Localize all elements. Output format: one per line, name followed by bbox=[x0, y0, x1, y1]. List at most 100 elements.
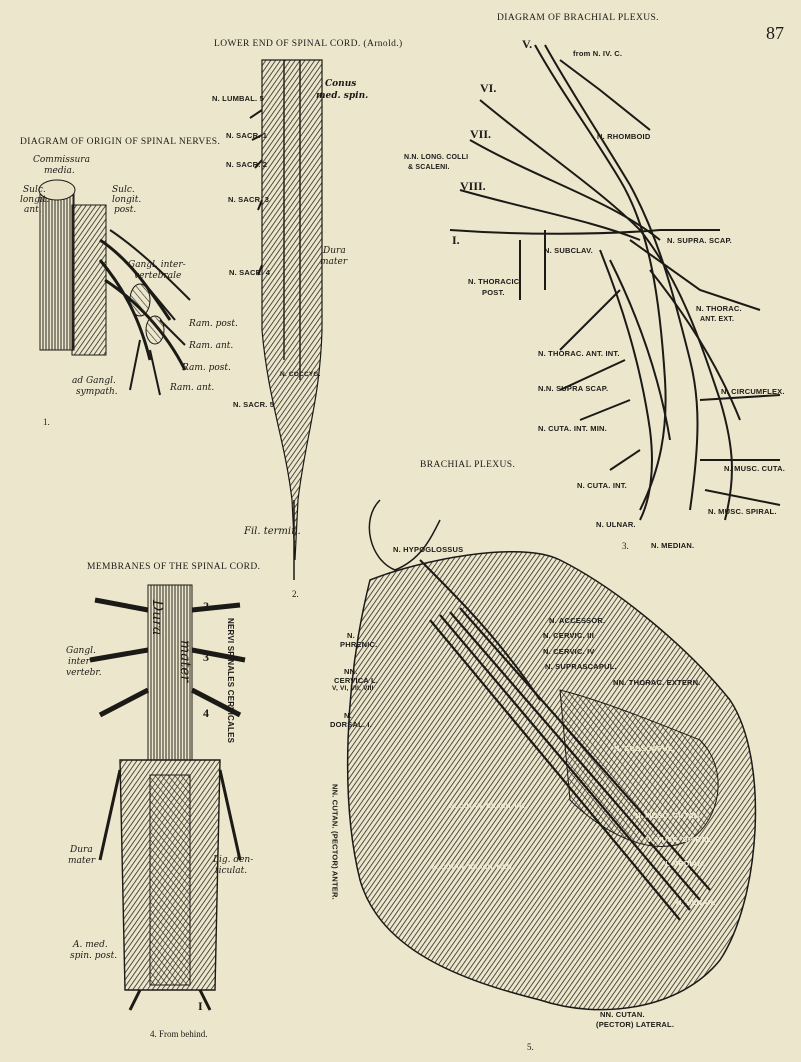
fig1-commissura: Commissura bbox=[33, 155, 90, 165]
fig5-nn-cervical-2: CERVICA L. bbox=[334, 676, 379, 685]
fig1-sulc-post-3: post. bbox=[114, 205, 137, 215]
fig5-n-median: N. MEDIAN. bbox=[662, 859, 706, 868]
fig5-nn-cutan-lateral-1: NN. CUTAN. bbox=[600, 1010, 645, 1019]
fig4-number-2: 2 bbox=[203, 599, 209, 613]
fig3-n-cuta-int-min: N. CUTA. INT. MIN. bbox=[538, 424, 607, 433]
fig3-n-musc-cuta: N. MUSC. CUTA. bbox=[724, 464, 785, 473]
fig3-root-v: V. bbox=[522, 37, 533, 51]
fig3-plexus-diagram bbox=[449, 44, 781, 521]
fig4-lig-2: ticulat. bbox=[215, 866, 248, 876]
fig4-gangl-2: inter- bbox=[68, 657, 93, 667]
fig4-amed-1: A. med. bbox=[73, 940, 108, 950]
fig2-n-coccyg: N. COCCYG. bbox=[280, 371, 321, 378]
origin-nerves-caption: DIAGRAM OF ORIGIN OF SPINAL NERVES. bbox=[20, 137, 221, 147]
fig1-sulc-ant-1: Sulc. bbox=[23, 185, 46, 195]
brachial-plexus-caption: BRACHIAL PLEXUS. bbox=[420, 460, 516, 470]
fig5-n-subscapul: N. SUBSCAPUL. bbox=[614, 744, 675, 753]
fig2-n-sacr-3: N. SACR. 3 bbox=[228, 195, 270, 204]
fig1-ram-ant-1: Ram. ant. bbox=[189, 341, 234, 351]
fig5-nn-thorac-extern: NN. THORAC. EXTERN. bbox=[613, 678, 701, 687]
fig4-membranes-drawing bbox=[89, 584, 246, 1011]
figure-number-3: 3. bbox=[622, 541, 629, 551]
fig5-n-hypoglossus: N. HYPOGLOSSUS bbox=[393, 545, 464, 554]
fig3-n-circumflex: N. CIRCUMFLEX. bbox=[721, 387, 785, 396]
fig2-conus-1: Conus bbox=[325, 79, 357, 89]
fig3-n-long-colli-2: & SCALENI. bbox=[408, 164, 450, 171]
plexus-diagram-caption: DIAGRAM OF BRACHIAL PLEXUS. bbox=[497, 13, 659, 23]
membranes-caption: MEMBRANES OF THE SPINAL CORD. bbox=[87, 562, 261, 572]
fig1-sulc-post-2: longit. bbox=[112, 195, 142, 205]
fig3-n-rhomboid: N. RHOMBOID bbox=[597, 132, 651, 141]
fig5-n-phrenic-1: N. bbox=[347, 631, 355, 640]
figure-number-2: 2. bbox=[292, 589, 299, 599]
fig2-dura-1: Dura bbox=[323, 246, 346, 256]
fig3-root-vii: VII. bbox=[470, 127, 492, 141]
page-number: 87 bbox=[766, 23, 784, 43]
fig2-fil-termin: Fil. termin. bbox=[244, 526, 301, 537]
fig5-n-suprascapul: N. SUPRASCAPUL. bbox=[545, 662, 617, 671]
fig4-amed-2: spin. post. bbox=[70, 951, 118, 961]
fig2-n-lumbal: N. LUMBAL. 5 bbox=[212, 94, 264, 103]
fig5-nn-cervical-3: V, VI, VII, VIII bbox=[332, 685, 374, 692]
fig1-ad-gangl-1: ad Gangl. bbox=[72, 376, 116, 386]
fig5-nn-cutan-lateral-2: (PECTOR) LATERAL. bbox=[596, 1020, 675, 1029]
fig4-bottom-roman: I bbox=[198, 999, 203, 1013]
fig1-spinal-segment-drawing bbox=[38, 179, 191, 396]
fig1-ad-gangl-2: sympath. bbox=[76, 387, 118, 397]
fig3-n-musc-spiral: N. MUSC. SPIRAL. bbox=[708, 507, 777, 516]
fig4-note: 4. From behind. bbox=[150, 1029, 208, 1039]
fig4-dura-1: Dura bbox=[70, 845, 93, 855]
fig4-gangl-3: vertebr. bbox=[66, 668, 102, 678]
fig2-n-sacr-1: N. SACR. 1 bbox=[226, 131, 268, 140]
fig5-n-musc-spiral: N. MUSC. SPIRAL. bbox=[645, 835, 714, 844]
fig4-lig-1: Lig. den- bbox=[213, 855, 254, 865]
fig4-cord-label-2: mater bbox=[177, 640, 193, 683]
fig2-conus-2: med. spin. bbox=[316, 91, 369, 101]
fig3-n-thorac-ant-int: N. THORAC. ANT. INT. bbox=[538, 349, 620, 358]
fig1-sulc-post-1: Sulc. bbox=[112, 185, 135, 195]
fig1-media: media. bbox=[44, 166, 75, 176]
fig5-nn-cutan-pector-anter: NN. CUTAN. (PECTOR) ANTER. bbox=[330, 784, 340, 900]
fig4-nervi-spinales: NERVI SPINALES CERVICALES bbox=[226, 618, 235, 744]
fig1-gangl-1: Gangl. inter- bbox=[128, 260, 186, 270]
fig4-number-4: 4 bbox=[203, 706, 209, 720]
fig2-n-sacr-4: N. SACR. 4 bbox=[229, 268, 271, 277]
fig3-n-cuta-int: N. CUTA. INT. bbox=[577, 481, 627, 490]
fig1-sulc-ant-3: ant. bbox=[24, 205, 42, 215]
fig2-n-sacr-2: N. SACR. 2 bbox=[226, 160, 268, 169]
fig5-n-musc-cutan: N. MUSC. CUTAN. bbox=[635, 811, 702, 820]
fig4-cord-label-1: Dura bbox=[149, 600, 165, 636]
fig5-n-cervic-iv: N. CERVIC. IV bbox=[543, 647, 595, 656]
fig3-n-thorac-ant-ext-2: ANT. EXT. bbox=[700, 316, 735, 323]
fig2-conus-drawing bbox=[249, 59, 323, 580]
spinal-cord-end-caption: LOWER END OF SPINAL CORD. (Arnold.) bbox=[214, 39, 403, 49]
fig4-dura-2: mater bbox=[68, 856, 96, 866]
fig4-gangl-1: Gangl. bbox=[66, 646, 96, 656]
fig3-nn-supra-scap: N.N. SUPRA SCAP. bbox=[538, 384, 609, 393]
fig5-n-phrenic-2: PHRENIC. bbox=[340, 640, 378, 649]
fig3-n-long-colli-1: N.N. LONG. COLLI bbox=[404, 154, 469, 161]
fig1-ram-post-2: Ram. post. bbox=[182, 363, 231, 373]
fig3-n-thorac-ant-ext-1: N. THORAC. bbox=[696, 304, 742, 313]
figure-number-1: 1. bbox=[43, 417, 50, 427]
fig1-ram-ant-2: Ram. ant. bbox=[170, 383, 215, 393]
fig3-n-median: N. MEDIAN. bbox=[651, 541, 695, 550]
fig5-nn-cervical-1: NN. bbox=[344, 667, 358, 676]
fig2-n-sacr-5: N. SACR. 5 bbox=[233, 400, 275, 409]
fig3-root-i: I. bbox=[452, 233, 460, 247]
fig3-from-n-iv-c: from N. IV. C. bbox=[573, 49, 623, 58]
fig2-dura-2: mater bbox=[320, 257, 348, 267]
fig1-ram-post-1: Ram. post. bbox=[189, 319, 238, 329]
fig3-n-ulnar: N. ULNAR. bbox=[596, 520, 636, 529]
fig3-n-subclav: N. SUBCLAV. bbox=[544, 246, 593, 255]
fig3-n-thoracic-2: POST. bbox=[482, 288, 505, 297]
fig5-n-cervic-iii: N. CERVIC. III bbox=[543, 631, 595, 640]
fig4-number-3: 3 bbox=[203, 650, 209, 664]
fig3-n-supra-scap: N. SUPRA. SCAP. bbox=[667, 236, 732, 245]
fig5-n-cutan-brach-med: N. CUTAN. BRACH. MED. bbox=[432, 864, 514, 871]
fig5-n-dorsal-1: N. bbox=[344, 711, 352, 720]
fig5-dissection-drawing bbox=[346, 499, 757, 1011]
fig1-sulc-ant-2: longit. bbox=[20, 195, 50, 205]
fig5-n-ulnar: N. ULNAR. bbox=[676, 898, 716, 907]
